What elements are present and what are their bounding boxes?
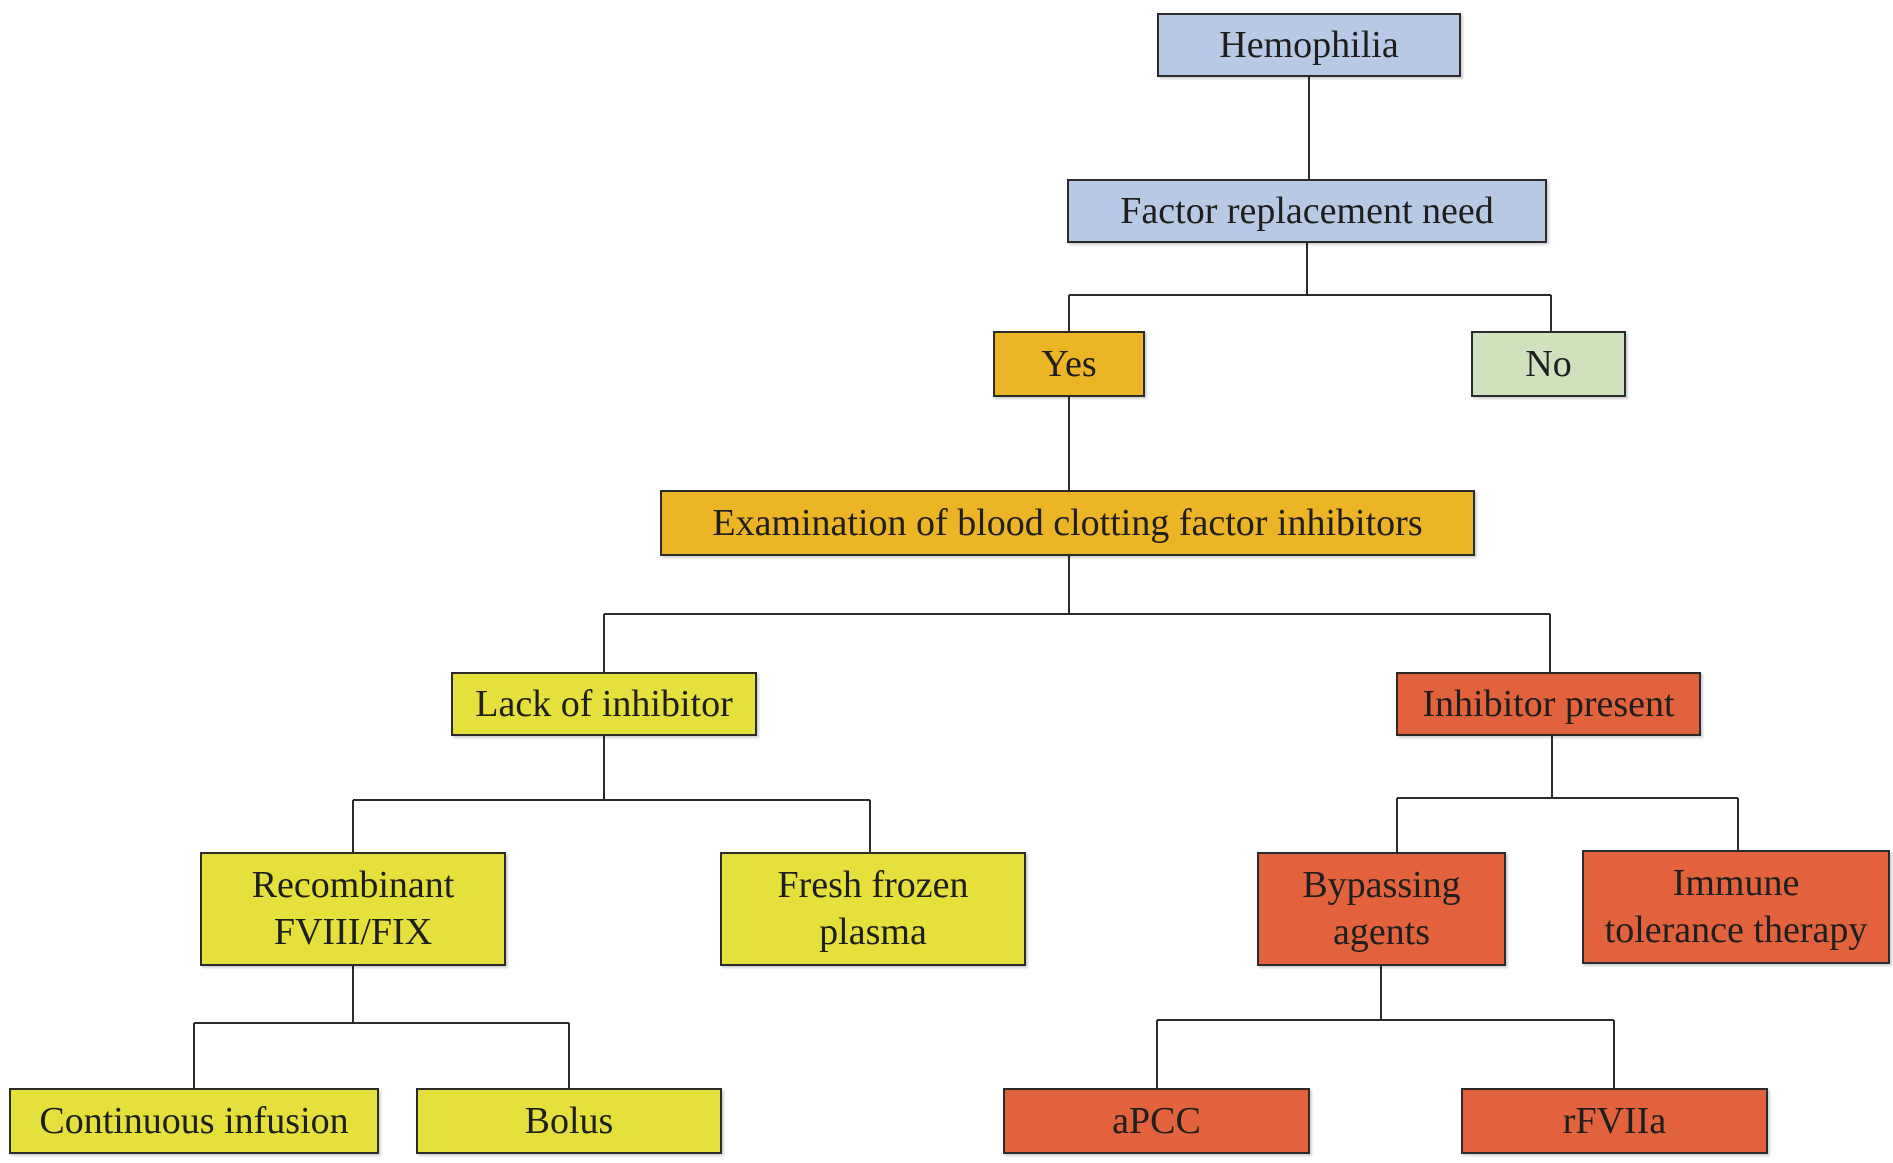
node-lack-of-inhibitor: Lack of inhibitor: [451, 672, 757, 736]
node-rfviia: rFVIIa: [1461, 1088, 1768, 1154]
node-no: No: [1471, 331, 1626, 397]
node-bolus: Bolus: [416, 1088, 722, 1154]
node-inhibitor-present: Inhibitor present: [1396, 672, 1701, 736]
node-apcc: aPCC: [1003, 1088, 1310, 1154]
node-bypassing-agents: Bypassing agents: [1257, 852, 1506, 966]
node-factor-replacement-need: Factor replacement need: [1067, 179, 1547, 243]
node-fresh-frozen-plasma: Fresh frozen plasma: [720, 852, 1026, 966]
node-hemophilia: Hemophilia: [1157, 13, 1461, 77]
node-immune-tolerance-therapy: Immune tolerance therapy: [1582, 850, 1890, 964]
node-examination-of-inhibitors: Examination of blood clotting factor inh…: [660, 490, 1475, 556]
node-yes: Yes: [993, 331, 1145, 397]
node-recombinant-fviii-fix: Recombinant FVIII/FIX: [200, 852, 506, 966]
node-continuous-infusion: Continuous infusion: [9, 1088, 379, 1154]
